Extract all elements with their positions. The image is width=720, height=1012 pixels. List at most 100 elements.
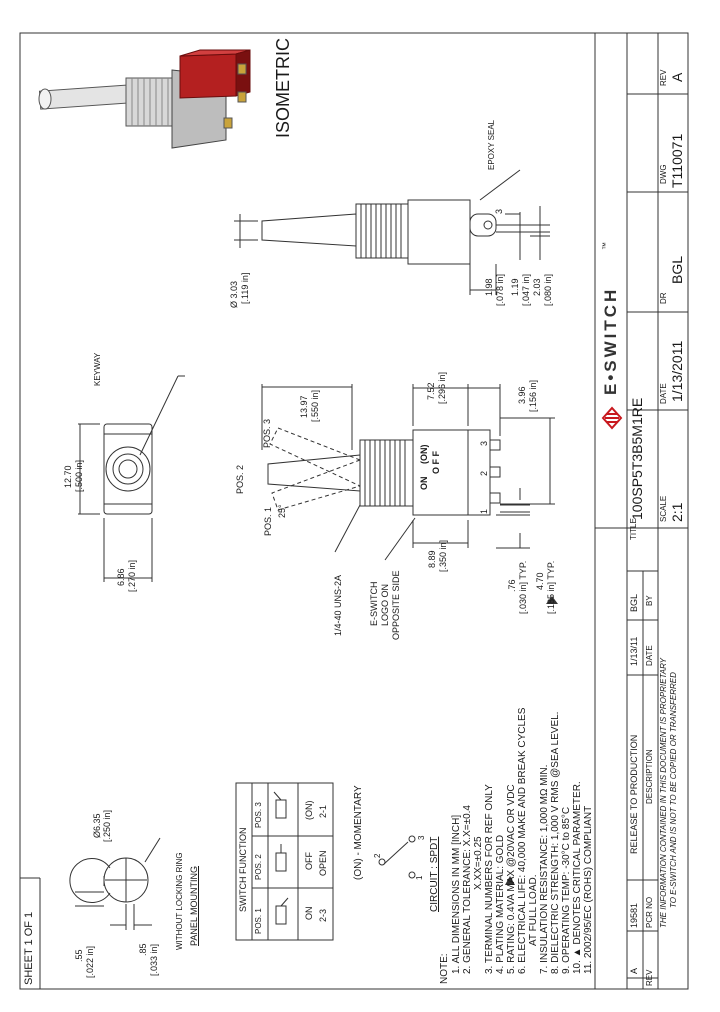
logo-line-1: E-SWITCH [369,581,379,627]
rev-date: 1/13/11 [629,636,639,666]
note-5: 5. RATING: 0.4VA MAX @20VAC OR VDC [506,784,517,974]
dim-686: 6.86 [116,568,126,586]
proprietary-line-2: TO E-SWITCH AND IS NOT TO BE COPIED OR T… [669,672,678,908]
dim-1397: 13.97 [299,395,309,418]
note-9: 9. OPERATING TEMP: -30°C to 85°C [561,806,572,974]
note-1: 1. ALL DIMENSIONS IN MM [INCH] [451,814,462,974]
dim-396-in: [.156 in] [528,379,538,412]
title-label: TITLE [629,518,638,540]
rev-description: RELEASE TO PRODUCTION [629,734,639,854]
dim-203: 2.03 [532,278,542,296]
dim-635: Ø6.35 [92,813,102,838]
dim-635-in: [.250 in] [102,809,112,842]
notes-heading: NOTE: [439,953,450,984]
keyway-label: KEYWAY [93,352,102,386]
dr-label: DR [659,292,668,304]
epoxy-seal-label: EPOXY SEAL [487,119,496,170]
dim-396: 3.96 [517,386,527,404]
dim-1270: 12.70 [63,465,73,488]
dim-76-in: [.030 in] TYP. [518,560,528,614]
switch-mark-momentary: (ON) [419,444,429,465]
switch-mark-off: O F F [431,451,441,474]
note-10: 10. ▲ DENOTES CRITICAL PARAMETER. [572,781,583,974]
part-number-title: 100SP5T3B5M1RE [629,397,645,520]
dim-752: 7.52 [426,382,436,400]
note-11: 11. 2002/95/EC (ROHS) COMPLIANT [583,805,594,974]
drawing-date: 1/13/2011 [669,340,685,402]
toggle-pos3-icon [275,799,287,819]
pos2-label: POS. 2 [235,464,245,494]
sf-conn-pos2: OPEN [318,850,328,876]
description-header: DESCRIPTION [645,749,654,804]
pin-3-label: 3 [479,440,489,446]
pos1-label: POS. 1 [263,506,273,536]
sf-conn-pos1: 2-3 [318,908,328,922]
sf-header-pos3: POS. 3 [254,802,263,828]
proprietary-line-1: THE INFORMATION CONTAINED IN THIS DOCUME… [659,658,668,928]
pcr-header: PCR NO [645,896,654,928]
switch-mark-on: ON [419,476,429,491]
dim-119: 1.19 [510,278,520,296]
by-header: BY [645,595,654,606]
drawn-by: BGL [669,255,685,284]
panel-mounting-label: PANEL MOUNTING [189,865,199,946]
dim-119-in: [.047 in] [521,273,531,306]
circuit-pin-2: 2 [373,853,382,858]
title-rev-label: REV [659,69,668,86]
circuit-pin-3: 3 [417,835,426,840]
note-8: 8. DIELECTRIC STRENGTH: 1,000 V RMS @SEA… [550,711,561,974]
note-6b: AT FULL LOAD. [528,874,539,946]
dwg-label: DWG [659,164,668,184]
note-6: 6. ELECTRICAL LIFE: 40,000 MAKE AND BREA… [517,707,528,974]
sf-header-pos2: POS. 2 [254,854,263,880]
dim-76: .76 [507,579,517,592]
dim-303: Ø 3.03 [229,280,239,308]
rev-by: BGL [629,593,639,612]
title-rev-value: A [669,72,685,82]
dim-55-in: [.022 in] [85,945,95,978]
sf-conn-pos3: 2-1 [318,804,328,818]
note-4: 4. PLATING MATERIAL: GOLD [495,834,506,974]
sf-value-pos1: ON [304,906,314,921]
toggle-pos1-icon [275,905,287,925]
note-3: 3. TERMINAL NUMBERS FOR REF ONLY [484,784,495,974]
drawing-scale: 2:1 [669,502,685,522]
toggle-pos2-icon [275,852,287,872]
logo-line-2: LOGO ON [380,583,390,626]
without-locking-ring-label: WITHOUT LOCKING RING [175,852,184,950]
rev-value: A [629,967,639,974]
dim-85-in: [.033 in] [149,943,159,976]
dim-470: 4.70 [535,572,545,590]
dim-752-in: [.296 in] [437,371,447,404]
circuit-pin-1: 1 [415,875,424,880]
circuit-momentary: (ON) - MOMENTARY [353,785,364,880]
isometric-switch-illustration [38,49,251,149]
date-header: DATE [645,645,654,666]
thread-label: 1/4-40 UNS-2A [333,574,343,636]
switch-function-title: SWITCH FUNCTION [238,827,248,913]
isometric-label: ISOMETRIC [273,37,293,138]
dim-198: 1.98 [484,278,494,296]
pin-2-label: 2 [479,470,489,476]
dim-303-in: [.119 in] [240,272,250,304]
critical-triangle [546,596,558,604]
dim-686-in: [.270 in] [127,559,137,592]
dim-203-in: [.080 in] [543,273,553,306]
e-switch-logo-mark [601,406,623,430]
dim-3: 3 [494,208,504,214]
note-2: 2. GENERAL TOLERANCE: X.X=±0.4 [462,805,473,974]
pin-1-label: 1 [479,508,489,514]
sheet-number: SHEET 1 OF 1 [23,911,35,985]
logo-line-3: OPPOSITE SIDE [391,570,401,640]
dim-889-in: [.350 in] [438,539,448,572]
note-2b: X.XX=±0.25 [473,836,484,890]
circuit-title: CIRCUIT : SPDT [429,836,440,912]
angle-label: 25° [277,504,287,518]
dim-85: .85 [138,943,148,956]
sf-header-pos1: POS. 1 [254,908,263,934]
sf-value-pos3: (ON) [304,800,314,821]
dim-55: .55 [74,949,84,962]
scale-label: SCALE [659,495,668,522]
rev-header: REV [645,969,654,986]
